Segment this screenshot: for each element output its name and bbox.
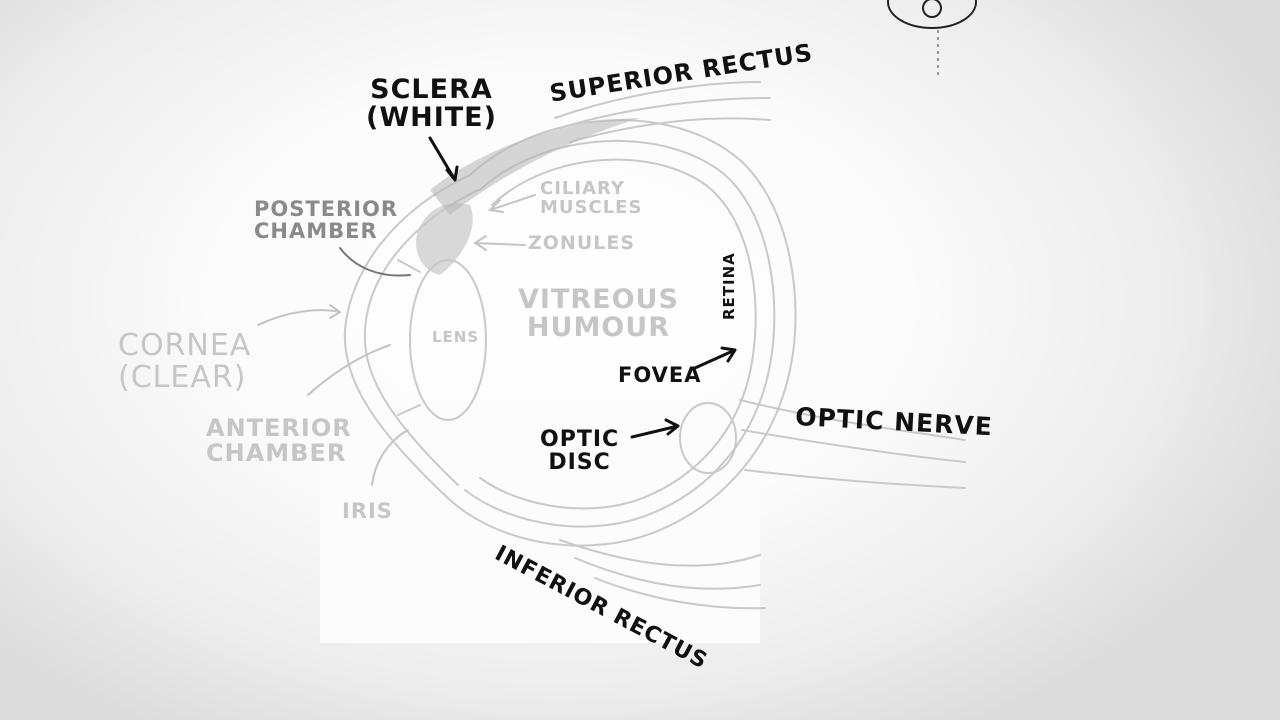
sclera-arrow (428, 136, 459, 182)
label-zonules: ZONULES (528, 232, 636, 254)
optic-disc-shape (679, 402, 737, 474)
label-iris: IRIS (342, 499, 393, 523)
superior-rectus-muscle (554, 81, 771, 143)
dark-arrows (428, 136, 737, 439)
faint-arrows (257, 194, 536, 486)
label-anterior-chamber: ANTERIOR CHAMBER (206, 414, 352, 468)
label-vitreous-humour: VITREOUS HUMOUR (518, 284, 679, 344)
sclera-outer (449, 119, 797, 547)
label-lens: LENS (432, 328, 480, 346)
mid-arrows (339, 247, 411, 277)
optic-nerve-fibers (739, 399, 966, 489)
posterior-chamber-arrow (339, 247, 411, 277)
label-cornea: CORNEA (CLEAR) (118, 328, 252, 395)
label-ciliary-muscles: CILIARY MUSCLES (540, 178, 643, 218)
iris-lines (397, 259, 421, 416)
label-optic-disc: OPTIC DISC (540, 427, 620, 476)
choroid-layer (464, 139, 776, 528)
label-retina: RETINA (720, 252, 738, 320)
ciliary-body-shading (416, 203, 473, 275)
eyeball-outline (343, 81, 966, 610)
sclera-shading (430, 118, 640, 215)
cornea-outer (343, 174, 471, 501)
eye-doodle-icon (887, 0, 977, 78)
optic-disc-arrow (630, 418, 680, 439)
cornea-arrow (257, 304, 342, 326)
anterior-chamber-arrow (307, 344, 391, 396)
retina-layer (479, 158, 757, 510)
fovea-arrow (693, 346, 737, 370)
label-fovea: FOVEA (618, 363, 702, 387)
label-posterior-chamber: POSTERIOR CHAMBER (254, 197, 399, 244)
iris-arrow (371, 429, 409, 486)
ciliary-arrow (487, 194, 536, 213)
zonules-arrow (473, 235, 526, 251)
inferior-rectus-muscle (559, 539, 766, 610)
label-sclera: SCLERA (WHITE) (366, 74, 497, 134)
